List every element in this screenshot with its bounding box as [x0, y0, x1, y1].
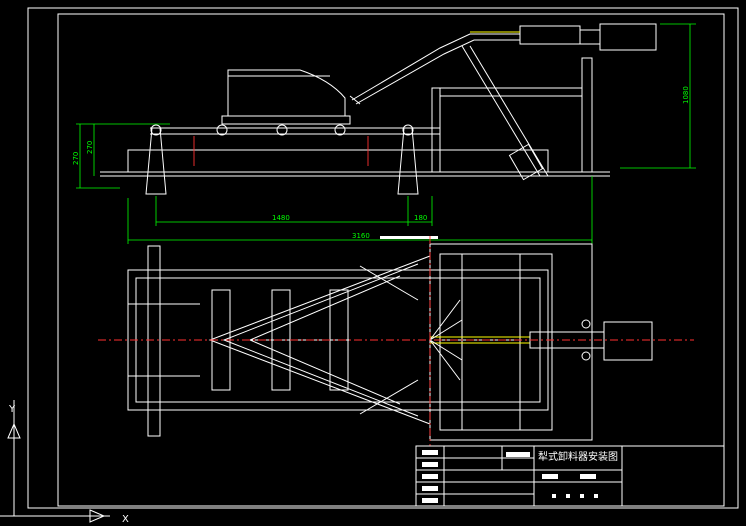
dim-span-main: 1480	[272, 214, 290, 222]
dim-span-small: 180	[414, 214, 427, 222]
ucs-y-label: Y	[8, 404, 16, 415]
dim-right-height: 1080	[682, 86, 690, 104]
inner-frame	[57, 13, 725, 507]
dim-span-total: 3160	[352, 232, 370, 240]
outer-border	[27, 7, 739, 509]
ucs-icon: Y X	[0, 400, 129, 525]
ucs-x-label: X	[122, 514, 129, 525]
side-elevation-view	[100, 23, 657, 195]
dim-overall-height: 270	[72, 152, 80, 165]
side-view-dimensions: 270 270 1080 1480 180 3160	[72, 23, 696, 244]
dim-inner-height: 270	[86, 141, 94, 154]
plan-view	[98, 236, 694, 446]
title-block: 犁式卸料器安装图	[415, 445, 725, 507]
drawing-title: 犁式卸料器安装图	[538, 450, 618, 463]
